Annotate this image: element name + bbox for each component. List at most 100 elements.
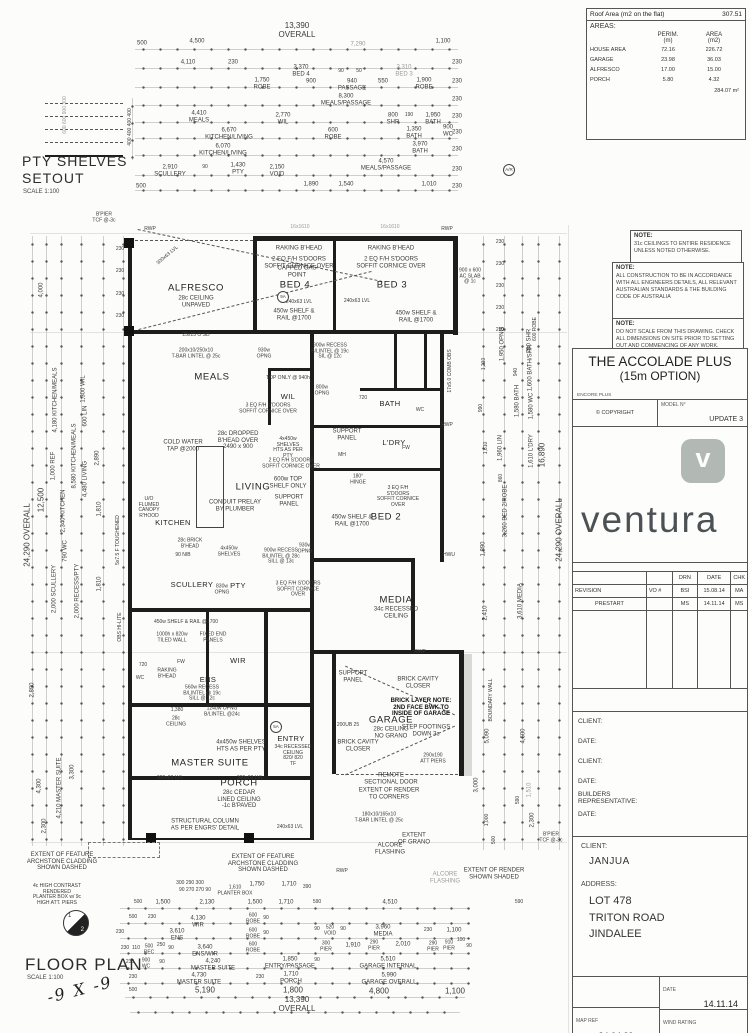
plan-label: 1,100 — [444, 986, 466, 996]
plan-label: 6,670 KITCHEN/LIVING — [205, 127, 253, 140]
plan-label: OBS HI-LITE — [117, 612, 124, 642]
plan-label: 50 — [356, 68, 362, 75]
plan-label: B'PIER TCF @-3c — [92, 211, 116, 223]
plan-label: 2,910 SCULLERY — [154, 164, 186, 177]
plan-label: 900 — [305, 78, 317, 85]
plan-label: 240x63 LVL — [285, 299, 313, 306]
wall-segment — [310, 558, 414, 562]
logo-v-glyph: v — [695, 443, 711, 473]
plan-label: TOP ONLY @ 940h — [266, 375, 310, 382]
plan-label: ALFRESCO — [167, 282, 225, 294]
plan-label: RWP — [414, 649, 426, 656]
dim-line — [135, 154, 458, 157]
area-row-area: 15.00 — [707, 67, 721, 73]
plan-label: 2,000 SCULLERY — [51, 564, 58, 614]
dim-line — [80, 236, 83, 846]
plan-label: 3,370 BED 4 — [292, 64, 310, 77]
plan-label: FIXED END PANELS — [199, 631, 227, 643]
dim-line — [45, 236, 48, 846]
client-label: CLIENT: — [581, 843, 608, 850]
plan-label: 450w SHELF & RAIL @1700 — [273, 308, 315, 321]
plan-label: 4,410 MEALS — [188, 110, 210, 123]
plan-label: 1,350 BATH — [406, 126, 422, 139]
plan-label: 300 PIER — [320, 940, 332, 952]
plan-label: 230 — [451, 166, 463, 173]
dim-line — [130, 1011, 460, 1014]
plan-label: 4,000 — [38, 282, 45, 298]
plan-label: 190 — [404, 112, 414, 119]
plan-label: 4,180 KITCHEN/MEALS — [52, 367, 59, 433]
plan-label: 230 — [115, 929, 125, 936]
plan-label: 6,070 KITCHEN/LIVING — [199, 143, 247, 156]
plan-label: 9A — [277, 291, 289, 303]
note-box: NOTE: 31c CEILINGS TO ENTIRE RESIDENCE U… — [630, 230, 742, 264]
plan-label: 1,300 WIL — [80, 375, 87, 403]
plan-label: 12,500 — [36, 487, 46, 513]
plan-label: 910 PIER — [443, 939, 455, 951]
plan-label: 230 — [115, 291, 125, 298]
dim-line — [135, 104, 458, 107]
plan-label: 34c RECESSED CEILING 820/ 820 TF — [274, 743, 312, 767]
plan-label: 600w TOP SHELF ONLY — [269, 476, 307, 489]
plan-label: EXTENT OF GRANO — [397, 832, 431, 845]
plan-label: 2,300 — [41, 818, 48, 834]
map-ref-label: MAP REF — [576, 1018, 599, 1024]
note-body: ALL CONSTRUCTION TO BE IN ACCORDANCE WIT… — [616, 273, 737, 301]
plan-label: 900 x 600 AC SLAB @ 1c — [459, 267, 481, 285]
plan-label: RWP — [144, 226, 156, 233]
plan-label: 1,500 — [247, 899, 263, 906]
plan-label: CONDUIT PRELAY BY PLUMBER — [208, 499, 262, 512]
plan-label: 500 — [136, 40, 148, 47]
plan-label: 24,290 OVERALL — [554, 498, 564, 562]
plan-label: BED 2 — [370, 511, 402, 523]
plan-label: 90 — [466, 943, 472, 950]
sheet-frame-line — [568, 225, 569, 1033]
dim-line — [135, 137, 458, 140]
wall-segment — [312, 468, 442, 471]
plan-label: 300x63 LVL — [236, 775, 264, 782]
plan-label: 3,000 — [473, 777, 480, 793]
plan-label: WC — [135, 675, 145, 682]
plan-label: 1,900 ROBE — [415, 77, 433, 90]
plan-label: 1240w OPNG B/LINTEL @24c — [203, 705, 241, 717]
plan-label: RWP — [441, 422, 453, 429]
plan-label: 520 VOID — [323, 924, 337, 936]
plan-label: 600 ROBE — [532, 317, 539, 341]
alfresco-open-edge — [135, 240, 253, 241]
floor-plan-title: FLOOR PLAN — [25, 955, 143, 974]
plan-label: 180° HINGE — [350, 473, 366, 485]
design-title: THE ACCOLADE PLUS — [588, 354, 732, 369]
plan-label: RWP — [441, 226, 453, 233]
dim-line — [503, 236, 506, 850]
plan-label: 200UB 25 — [336, 722, 360, 729]
plan-label: 4,110 — [180, 59, 196, 66]
plan-label: 16x1610 — [380, 224, 400, 231]
plan-label: 4,600 — [520, 728, 527, 744]
plan-label: 290 PIER — [368, 939, 380, 951]
dim-line — [122, 236, 125, 846]
plan-label: 34c RECESSED CEILING — [373, 606, 419, 619]
plan-label: 1,580 WC — [528, 392, 535, 420]
plan-label: 230 — [451, 96, 463, 103]
plan-label: 900 WC — [141, 957, 151, 969]
plan-label: 2,010 — [395, 941, 411, 948]
plan-label: 4x450w SHELVES HTS AS PER PTY — [273, 435, 303, 459]
areas-total: 284.07 m² — [714, 88, 739, 94]
dim-line — [102, 236, 105, 846]
note-title: NOTE: — [634, 233, 653, 239]
copyright-label: © COPYRIGHT — [573, 400, 658, 426]
plan-label: 1,610 PLANTER BOX — [217, 884, 253, 896]
plan-label: 1,010 — [421, 181, 437, 188]
plan-label: 3,960 MEDIA — [373, 924, 393, 937]
plan-label: RAKING B'HEAD — [157, 667, 177, 679]
area-row-perim: 23.98 — [661, 57, 675, 63]
plan-label: 800w OPNG — [314, 384, 330, 396]
dim-line — [120, 907, 470, 910]
plan-label: 4,130 WIR — [190, 915, 206, 928]
wall-segment — [253, 236, 257, 334]
plan-label: 930w OPNG — [297, 542, 313, 554]
plan-label: ALCORE FLASHING — [374, 842, 406, 855]
plan-label: EXTENT OF FEATURE ARCHSTONE CLADDING SHO… — [227, 853, 299, 874]
plan-label: 290 PIER — [427, 940, 439, 952]
dim-line — [558, 236, 561, 850]
